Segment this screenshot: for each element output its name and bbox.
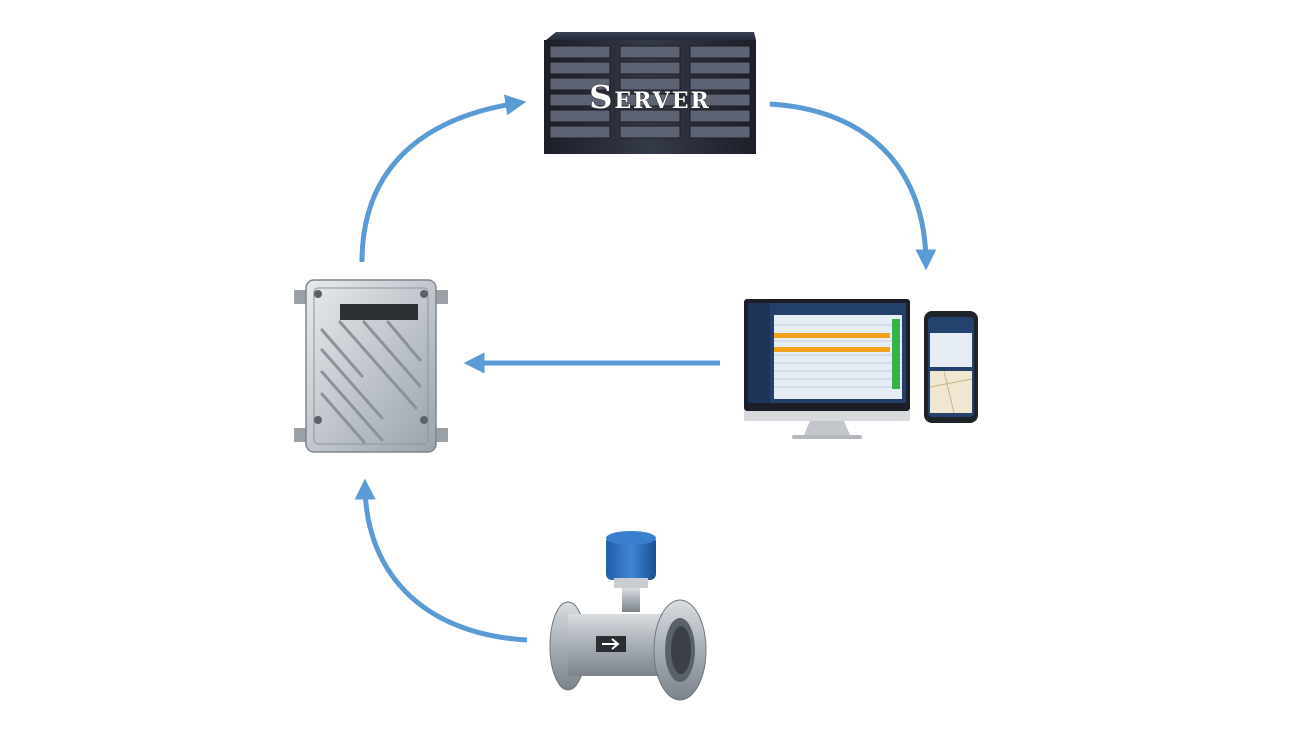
- arrow-server-to-dashboard: [769, 101, 937, 271]
- gateway-enclosure-icon: [294, 279, 448, 453]
- monitoring-screens-node: [740, 295, 982, 445]
- flow-meter-node: [548, 528, 710, 708]
- gateway-node: [292, 278, 450, 454]
- server-rack-icon: Server: [544, 32, 756, 154]
- server-node: Server: [540, 30, 760, 156]
- server-label: Server: [589, 78, 711, 116]
- arrow-meter-to-gateway: [354, 478, 528, 643]
- arrow-gateway-to-server: [359, 94, 527, 263]
- monitoring-screens-icon: [744, 299, 978, 439]
- flow-meter-icon: [549, 531, 707, 701]
